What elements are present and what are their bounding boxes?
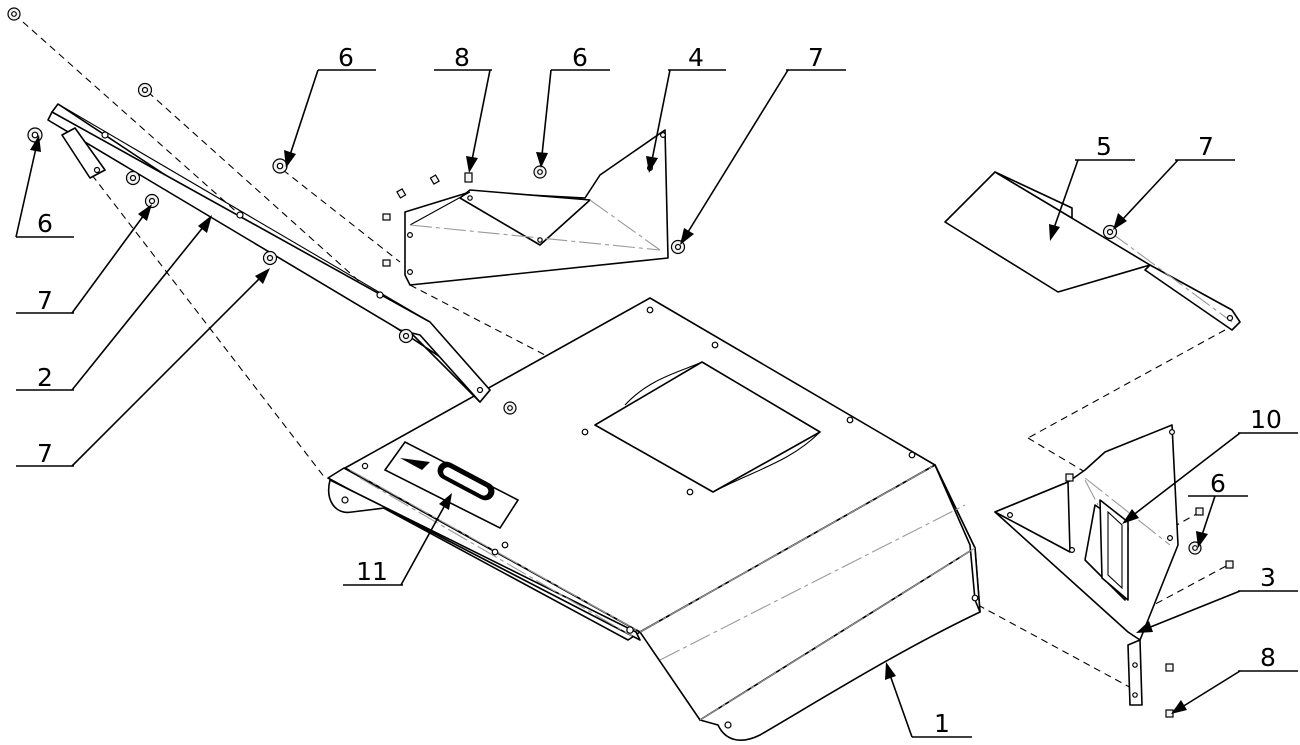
screw-icon	[464, 172, 473, 183]
callout-7: 7	[16, 268, 270, 468]
screw-icon	[1065, 473, 1074, 482]
callout-1: 1	[885, 662, 972, 738]
callout-label: 10	[1250, 405, 1282, 434]
bolt-icon	[272, 158, 288, 174]
hardware	[7, 7, 1234, 718]
callout-label: 7	[37, 286, 53, 315]
nut-icon	[1102, 224, 1118, 240]
nut-icon	[144, 193, 160, 209]
callout-label: 11	[356, 557, 388, 586]
callout-7: 7	[1113, 132, 1235, 230]
screw-icon	[382, 259, 391, 267]
callout-label: 3	[1260, 563, 1276, 592]
callout-label: 1	[934, 709, 950, 738]
callout-4: 4	[646, 43, 726, 173]
bolt-icon	[533, 165, 547, 179]
screw-icon	[429, 174, 440, 185]
nut-icon	[125, 170, 141, 186]
callout-label: 7	[1198, 132, 1214, 161]
nut-icon	[398, 328, 414, 344]
bolt-icon	[7, 7, 21, 21]
callout-label: 2	[37, 363, 53, 392]
main-cover-part-1	[327, 297, 981, 741]
bolt-icon	[503, 401, 517, 415]
panel-part-5	[944, 171, 1241, 331]
decal-part-11	[383, 440, 520, 530]
screw-icon	[1165, 663, 1174, 672]
callout-label: 6	[338, 43, 354, 72]
callout-label: 6	[572, 43, 588, 72]
bolt-icon	[137, 82, 153, 98]
screw-icon	[382, 213, 391, 221]
callout-label: 6	[1210, 469, 1226, 498]
callout-label: 5	[1096, 132, 1112, 161]
callout-6: 6	[536, 43, 610, 168]
callout-2: 2	[16, 215, 212, 392]
bracket-part-4	[404, 129, 669, 286]
callout-label: 7	[808, 43, 824, 72]
bracket-part-2	[47, 103, 491, 403]
callout-label: 6	[37, 209, 53, 238]
screw-icon	[1195, 507, 1204, 516]
callout-label: 7	[37, 439, 53, 468]
callout-5: 5	[1049, 132, 1135, 241]
callouts: 6 8 6 4 7	[15, 43, 1298, 738]
bracket-part-3	[994, 424, 1179, 706]
callout-7: 7	[16, 204, 152, 315]
callout-8: 8	[434, 43, 492, 173]
callout-label: 8	[454, 43, 470, 72]
callout-10: 10	[1122, 405, 1298, 524]
callout-3: 3	[1136, 563, 1298, 633]
insert-part-10	[1099, 499, 1129, 601]
screw-icon	[396, 188, 407, 199]
callout-label: 4	[688, 43, 704, 72]
callout-7: 7	[680, 43, 846, 245]
nut-icon	[262, 250, 278, 266]
screw-icon	[1225, 560, 1234, 569]
callout-label: 8	[1260, 643, 1276, 672]
bolt-icon	[27, 127, 43, 143]
callout-6: 6	[1188, 469, 1248, 548]
callout-8: 8	[1171, 643, 1298, 714]
callout-11: 11	[343, 493, 452, 586]
callout-6: 6	[15, 135, 74, 238]
callout-6: 6	[284, 43, 376, 168]
